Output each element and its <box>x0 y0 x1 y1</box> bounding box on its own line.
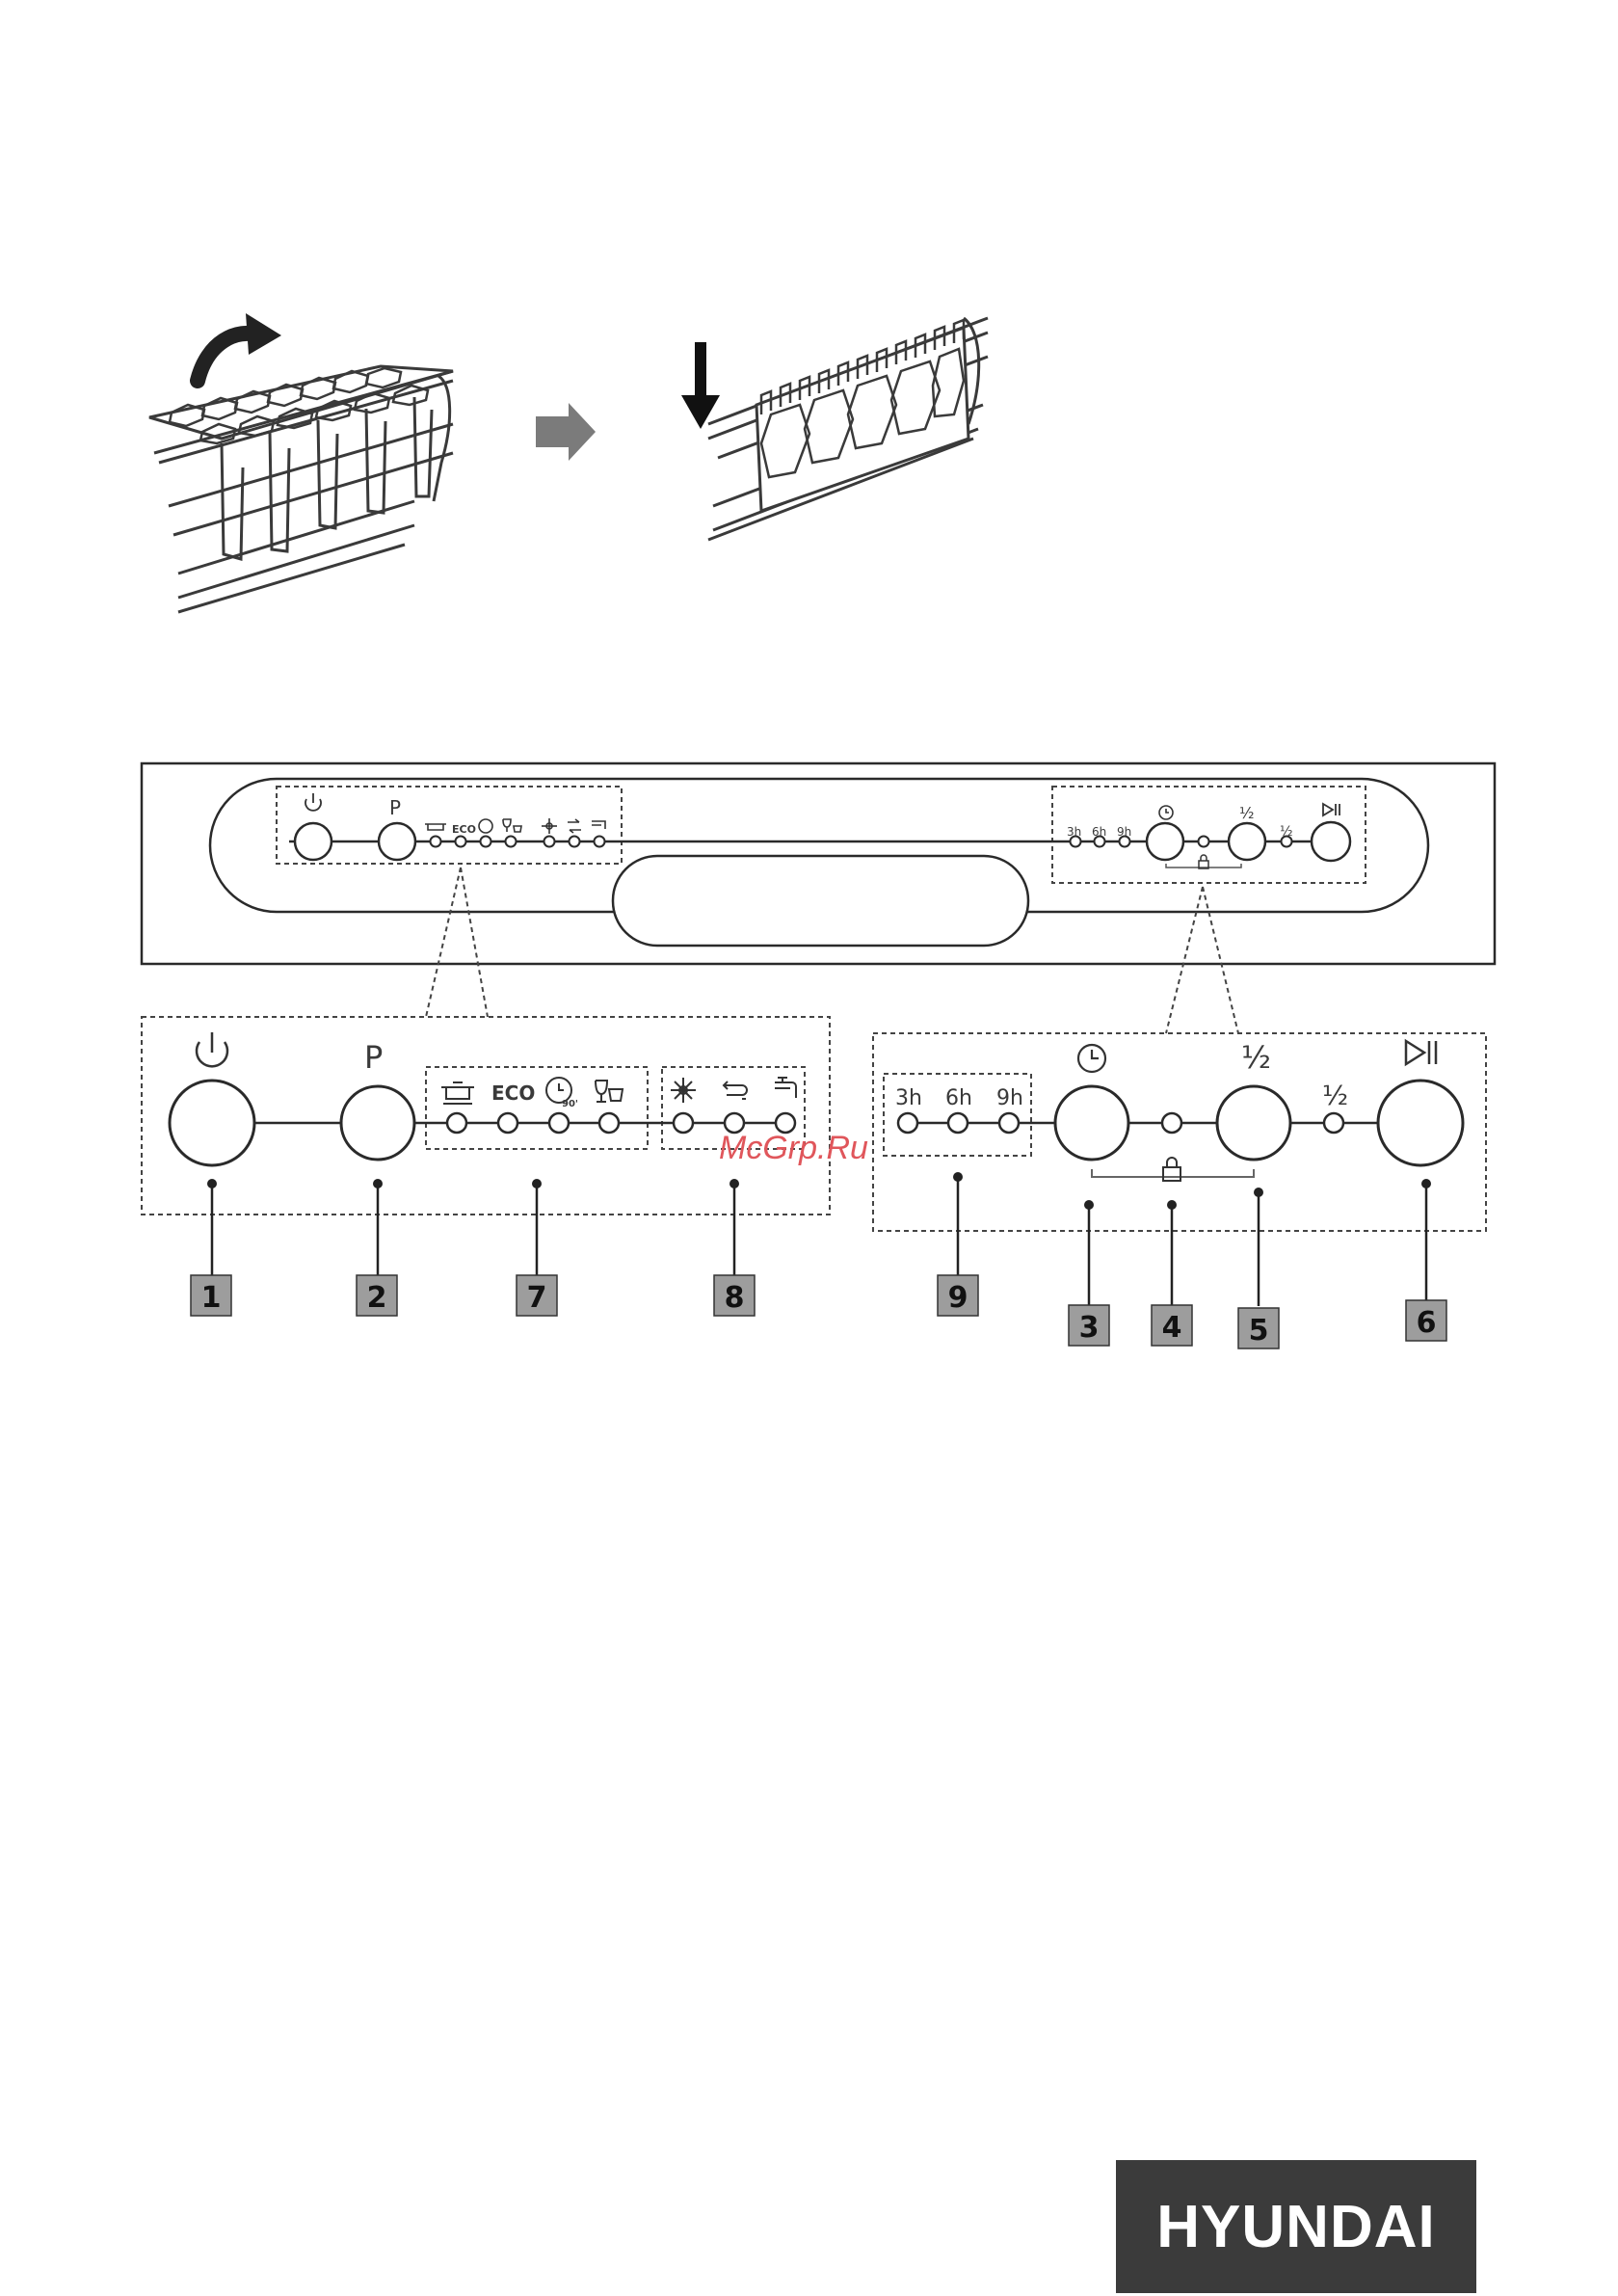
delay-3h-led <box>898 1113 917 1133</box>
delay-6h-label: 6h <box>945 1086 972 1110</box>
tap-icon <box>775 1078 796 1098</box>
callout-9: 9 <box>948 1281 968 1315</box>
control-panel-overview: P ECO 3h 6h 9h ½ ½ <box>142 763 1495 1033</box>
lock-led <box>1162 1113 1181 1133</box>
overview-half-button <box>1229 823 1265 860</box>
delay-9h-led <box>999 1113 1019 1133</box>
play-pause-icon <box>1406 1041 1436 1064</box>
overview-program-button <box>379 823 415 860</box>
overview-half-label-2: ½ <box>1280 824 1293 840</box>
callout-1: 1 <box>201 1281 222 1315</box>
eco-label: ECO <box>491 1081 535 1105</box>
overview-3h: 3h <box>1067 825 1081 839</box>
overview-delay-button <box>1147 823 1183 860</box>
right-arrow-icon <box>536 403 596 461</box>
start-pause-button <box>1378 1081 1463 1165</box>
delay-3h-label: 3h <box>895 1086 922 1110</box>
program-led-3 <box>549 1113 569 1133</box>
callout-4: 4 <box>1162 1311 1182 1345</box>
delay-9h-label: 9h <box>996 1086 1023 1110</box>
callout-5: 5 <box>1249 1314 1269 1348</box>
rapid-90-text: 90' <box>562 1099 578 1109</box>
rinse-icon <box>724 1081 747 1099</box>
overview-power-button <box>295 823 332 860</box>
curved-arrow-head <box>246 313 281 355</box>
callout-2: 2 <box>367 1281 387 1315</box>
callout-7: 7 <box>527 1281 547 1315</box>
delay-6h-led <box>948 1113 968 1133</box>
half-load-label: ½ <box>1241 1039 1271 1076</box>
overview-half-label-1: ½ <box>1239 804 1255 822</box>
half-load-led-label: ½ <box>1322 1080 1348 1111</box>
overview-eco-label: ECO <box>452 823 476 836</box>
power-icon <box>197 1032 227 1066</box>
delay-button <box>1055 1086 1128 1160</box>
program-led-2 <box>498 1113 517 1133</box>
half-load-button <box>1217 1086 1290 1160</box>
pot-icon <box>441 1082 474 1104</box>
option-led-1 <box>674 1113 693 1133</box>
rack-after-illustration <box>681 318 988 540</box>
program-led-1 <box>447 1113 466 1133</box>
program-led-4 <box>599 1113 619 1133</box>
program-label: P <box>364 1039 383 1076</box>
callout-8: 8 <box>725 1281 745 1315</box>
rack-before-illustration <box>149 313 453 612</box>
overview-start-button <box>1312 822 1350 861</box>
overview-p-label: P <box>389 796 401 819</box>
callout-6: 6 <box>1417 1306 1437 1340</box>
brand-logo: HYUNDAI <box>1116 2160 1476 2293</box>
clock-icon <box>1078 1045 1105 1072</box>
right-detail-panel: 3h 6h 9h ½ ½ <box>873 1033 1486 1306</box>
overview-9h: 9h <box>1117 825 1131 839</box>
dry-sparkle-icon <box>671 1078 696 1103</box>
half-load-led <box>1324 1113 1343 1133</box>
callout-3: 3 <box>1079 1311 1100 1345</box>
program-button <box>341 1086 414 1160</box>
overview-6h: 6h <box>1092 825 1106 839</box>
power-button <box>170 1081 254 1165</box>
watermark: McGrp.Ru <box>719 1130 868 1166</box>
glass-icon <box>596 1081 623 1102</box>
